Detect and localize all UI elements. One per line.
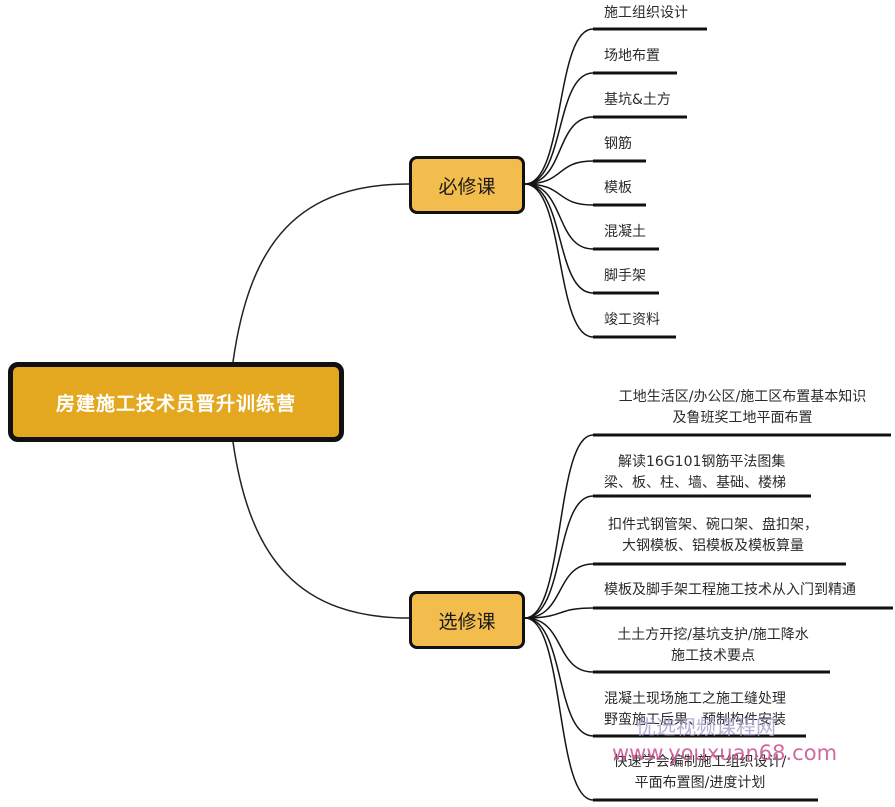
elective-item-7-line-1: 快速学会编制施工组织设计/ [613,754,787,770]
required-connector-5 [524,183,646,206]
elective-item-6[interactable]: 混凝土现场施工之施工缝处理 野蛮施工后果、预制构件安装 [604,689,786,731]
elective-connector-3 [524,563,846,619]
elective-connector-1 [524,434,891,619]
required-item-8-text: 竣工资料 [604,312,660,328]
elective-connector-2 [524,495,811,619]
required-item-5[interactable]: 模板 [604,178,632,199]
root-to-elective-connector [232,441,410,619]
branch-required-label: 必修课 [438,175,496,198]
required-item-7-text: 脚手架 [604,268,646,284]
elective-item-7[interactable]: 快速学会编制施工组织设计/ 平面布置图/进度计划 [600,752,800,794]
required-item-5-text: 模板 [604,180,632,196]
elective-connector-7 [524,617,818,801]
elective-connectors [524,433,893,802]
elective-connector-6 [524,617,806,737]
required-item-1[interactable]: 施工组织设计 [604,3,688,24]
required-connectors [524,27,707,339]
required-connector-2 [524,72,677,185]
required-item-6[interactable]: 混凝土 [604,222,646,243]
elective-item-6-line-1: 混凝土现场施工之施工缝处理 [604,691,786,707]
required-item-7[interactable]: 脚手架 [604,266,646,287]
branch-elective-label: 选修课 [438,610,496,633]
required-item-2-text: 场地布置 [604,48,660,64]
elective-item-3-line-2: 大钢模板、铝模板及模板算量 [622,538,804,554]
elective-connector-4 [524,607,893,619]
root-to-required-connector [232,183,410,363]
required-connector-8 [524,183,676,338]
required-item-3[interactable]: 基坑&土方 [604,90,671,111]
elective-item-7-line-2: 平面布置图/进度计划 [634,775,766,791]
elective-item-5-line-2: 施工技术要点 [671,648,755,664]
required-item-8[interactable]: 竣工资料 [604,310,660,331]
elective-item-6-line-2: 野蛮施工后果、预制构件安装 [604,712,786,728]
elective-item-3-line-1: 扣件式钢管架、碗口架、盘扣架， [608,517,818,533]
elective-item-1[interactable]: 工地生活区/办公区/施工区布置基本知识 及鲁班奖工地平面布置 [600,387,885,429]
branch-elective[interactable]: 选修课 [409,591,525,649]
elective-connector-5 [524,617,830,673]
elective-item-1-line-1: 工地生活区/办公区/施工区布置基本知识 [618,389,867,405]
root-node[interactable]: 房建施工技术员晋升训练营 [8,362,344,442]
elective-item-2-line-1: 解读16G101钢筋平法图集 [618,454,786,470]
elective-item-2[interactable]: 解读16G101钢筋平法图集 梁、板、柱、墙、基础、楼梯 [604,452,786,494]
elective-item-1-line-2: 及鲁班奖工地平面布置 [672,410,813,426]
elective-item-4-line-1: 模板及脚手架工程施工技术从入门到精通 [604,582,856,598]
required-item-3-text: 基坑&土方 [604,92,671,108]
elective-item-3[interactable]: 扣件式钢管架、碗口架、盘扣架， 大钢模板、铝模板及模板算量 [600,515,826,557]
elective-item-2-line-2: 梁、板、柱、墙、基础、楼梯 [604,475,786,491]
required-item-6-text: 混凝土 [604,224,646,240]
elective-item-4[interactable]: 模板及脚手架工程施工技术从入门到精通 [604,580,856,601]
required-connector-3 [524,116,687,185]
root-label: 房建施工技术员晋升训练营 [55,392,296,415]
required-item-4[interactable]: 钢筋 [604,134,632,155]
required-item-1-text: 施工组织设计 [604,5,688,21]
required-item-2[interactable]: 场地布置 [604,46,660,67]
required-connector-6 [524,183,659,250]
branch-required[interactable]: 必修课 [409,156,525,214]
required-connector-4 [524,160,646,185]
required-connector-7 [524,183,659,294]
required-connector-1 [524,28,707,185]
elective-item-5-line-1: 土土方开挖/基坑支护/施工降水 [617,627,809,643]
required-item-4-text: 钢筋 [604,136,632,152]
elective-item-5[interactable]: 土土方开挖/基坑支护/施工降水 施工技术要点 [600,625,826,667]
